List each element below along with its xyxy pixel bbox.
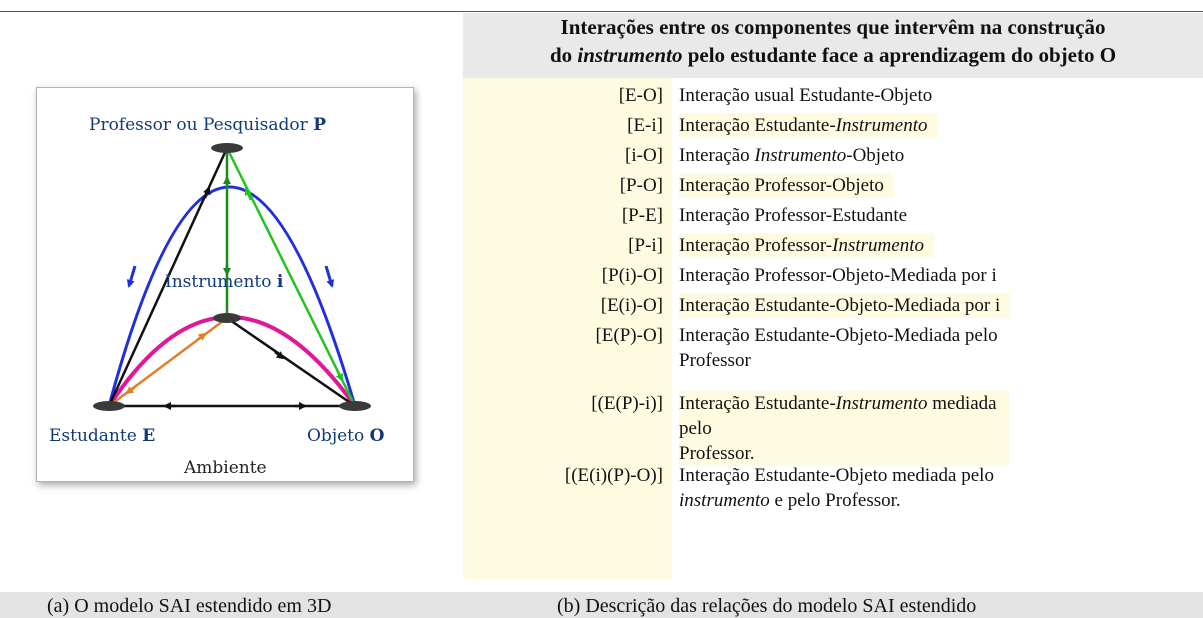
node-objeto (339, 401, 371, 411)
row-description: Interação Professor-Objeto (679, 173, 894, 198)
node-instrumento (213, 313, 241, 323)
header-line-1: Interações entre os componentes que inte… (560, 15, 1106, 39)
row-description: Interação Estudante-Instrumento mediada … (679, 391, 1009, 466)
instr-obj-arrow (274, 351, 285, 360)
node-professor (211, 143, 243, 153)
table-row: [(E(P)-i)] Interação Estudante-Instrumen… (463, 386, 1203, 466)
row-description: Interação Instrumento-Objeto (679, 145, 905, 166)
row-code: [E(P)-O] (595, 325, 663, 346)
row-description: Interação Professor-Estudante (679, 205, 908, 226)
description-column (672, 78, 1203, 579)
prof-obj-arrow-down (335, 369, 344, 382)
est-instr-arrow-1 (125, 386, 136, 395)
row-code: [E-O] (618, 85, 663, 106)
instr-obj-line (226, 316, 356, 408)
caption-a: (a) O modelo SAI estendido em 3D (47, 595, 332, 617)
top-rule (0, 11, 1203, 12)
est-instr-line (108, 316, 228, 408)
table-row: [(E(i)(P)-O)] Interação Estudante-Objeto… (463, 458, 1203, 518)
caption-bar (0, 592, 1203, 618)
row-code: [P(i)-O] (601, 265, 663, 286)
row-code: [(E(P)-i)] (591, 393, 663, 414)
prof-obj-arrow-up (244, 187, 253, 201)
sai-diagram (93, 143, 371, 411)
row-description: Interação Professor-Instrumento (679, 233, 934, 258)
label-ambiente: Ambiente (184, 458, 267, 478)
row-description: Interação usual Estudante-Objeto (679, 85, 933, 106)
row-code: [P-E] (621, 205, 663, 226)
outer-arc (107, 185, 357, 407)
outer-arc-arrow-right (324, 265, 335, 288)
row-code: [E-i] (627, 115, 663, 136)
caption-b: (b) Descrição das relações do modelo SAI… (557, 595, 977, 617)
est-instr-arrow-2 (196, 332, 207, 341)
table-header: Interações entre os componentes que inte… (463, 13, 1203, 78)
row-code: [P-i] (628, 235, 663, 256)
row-code: [E(i)-O] (600, 295, 663, 316)
label-objeto: Objeto O (307, 426, 385, 446)
est-prof-arrow (203, 186, 211, 199)
row-code: [i-O] (625, 145, 663, 166)
header-line-2: do instrumento pelo estudante face a apr… (549, 43, 1117, 67)
table-row: [E(P)-O] Interação Estudante-Objeto-Medi… (463, 318, 1203, 378)
row-code: [(E(i)(P)-O)] (564, 465, 663, 486)
code-column (463, 78, 672, 579)
node-estudante (93, 401, 125, 411)
label-instrumento: Instrumento i (165, 272, 284, 292)
label-professor: Professor ou Pesquisador P (89, 115, 326, 135)
label-estudante: Estudante E (49, 426, 156, 446)
interactions-table: Interações entre os componentes que inte… (463, 13, 1203, 579)
row-code: [P-O] (619, 175, 663, 196)
sai-model-figure: Professor ou Pesquisador P Instrumento i… (36, 87, 414, 482)
outer-arc-arrow-left (126, 265, 137, 288)
row-description: Interação Estudante-Objeto-Mediada por i (679, 293, 1011, 318)
row-description: Interação Professor-Objeto-Mediada por i (679, 265, 997, 286)
row-description: Interação Estudante-Instrumento (679, 113, 938, 138)
